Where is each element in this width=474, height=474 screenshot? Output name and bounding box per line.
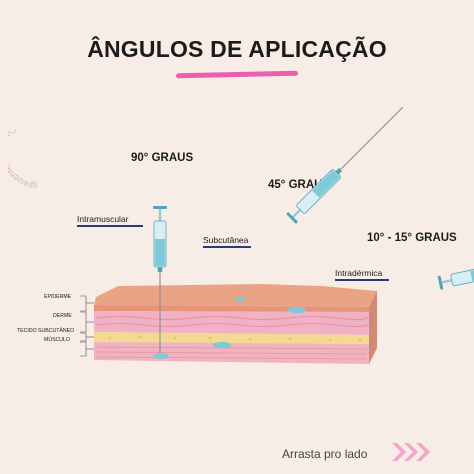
swipe-hint[interactable]: Arrasta pro lado: [282, 447, 368, 461]
angle-10-15-label: 10° - 15° GRAUS: [367, 232, 457, 244]
label-intradermica-text: Intradérmica: [335, 268, 383, 278]
label-subcutanea-text: Subcutânea: [203, 235, 249, 245]
subcutaneous-deposit: [213, 341, 231, 349]
skin-top-surface: [94, 284, 377, 307]
layer-label-derme: DERME: [53, 313, 72, 319]
label-intradermica: Intradérmica: [335, 268, 389, 281]
muscle-fibers: [95, 346, 368, 360]
layer-brackets: [80, 295, 94, 357]
layer-label-subcutaneo: TECIDO SUBCUTÂNEO: [17, 328, 75, 334]
layer-label-epiderme: EPIDERME: [44, 294, 72, 300]
angle-90-label: 90° GRAUS: [131, 152, 194, 164]
layer-derme: [94, 311, 369, 335]
syringe-90: [153, 206, 167, 353]
label-intramuscular-underline: [77, 225, 143, 227]
fat-dots: [108, 335, 362, 342]
label-intramuscular: Intramuscular: [77, 214, 143, 227]
syringe-45: [286, 106, 404, 224]
label-subcutanea-underline: [203, 246, 251, 248]
layer-subcutaneo: [94, 332, 369, 344]
intradermal-deposit: [288, 306, 306, 314]
label-subcutanea: Subcutânea: [203, 235, 251, 248]
intramuscular-deposit: [153, 353, 169, 359]
layer-label-musculo: MÚSCULO: [44, 337, 70, 343]
skin-side-face: [369, 291, 377, 364]
label-intramuscular-text: Intramuscular: [77, 214, 129, 224]
surface-bleb: [234, 297, 246, 301]
swipe-arrows-icon: [392, 443, 430, 461]
syringe-10-15: [437, 264, 474, 290]
derme-texture: [95, 316, 369, 327]
page-title: ÂNGULOS DE APLICAÇÃO: [87, 36, 387, 62]
label-intradermica-underline: [335, 279, 389, 281]
